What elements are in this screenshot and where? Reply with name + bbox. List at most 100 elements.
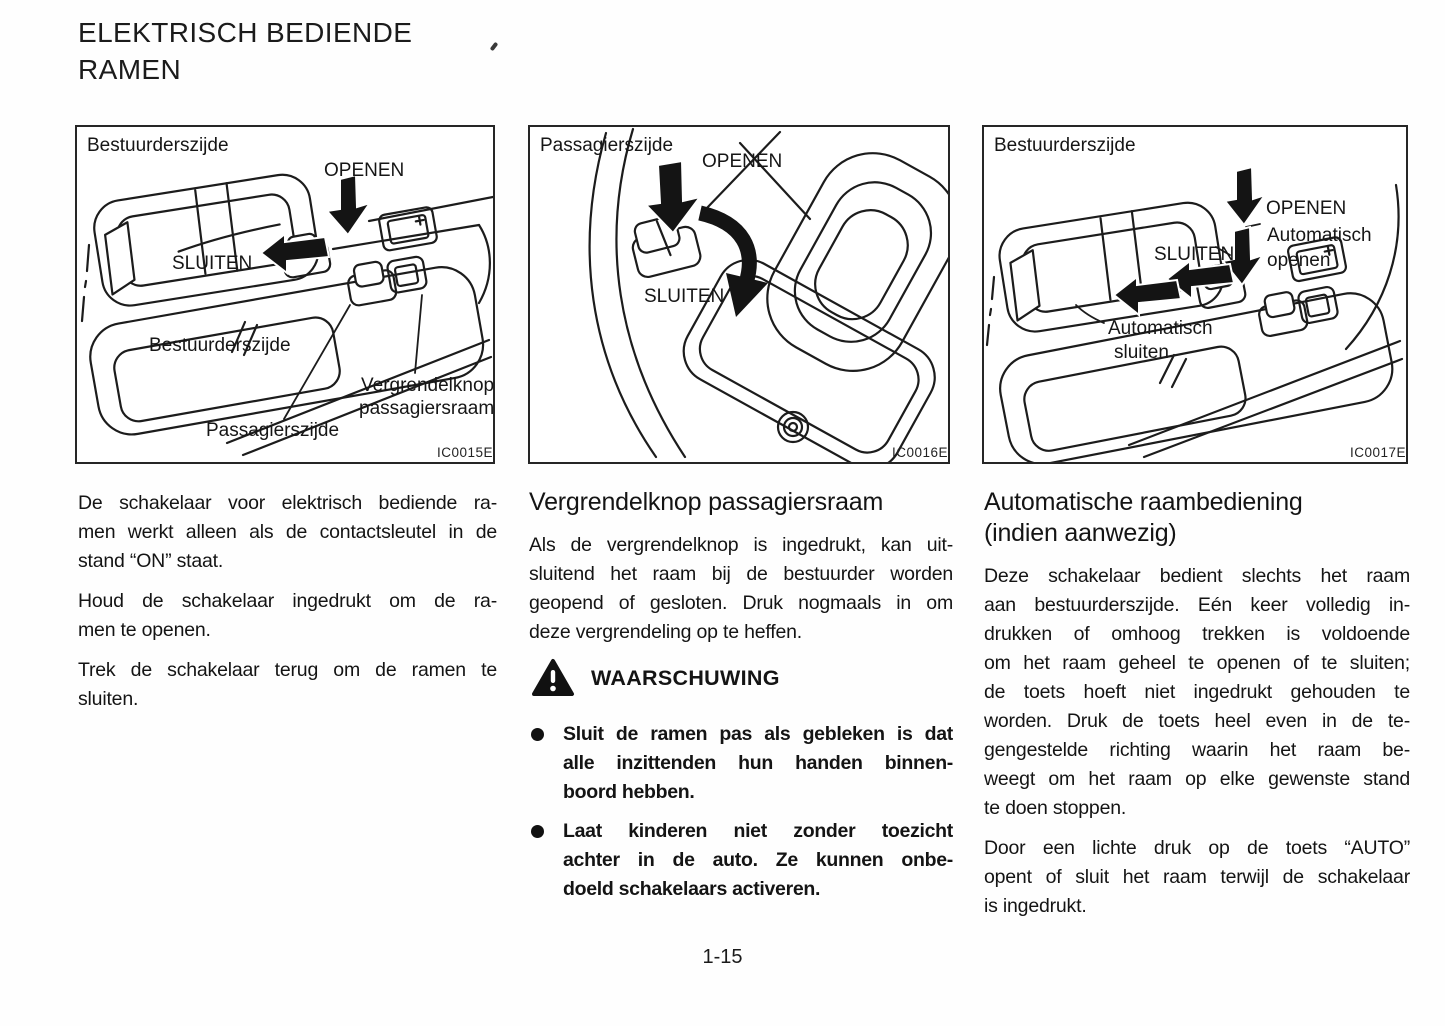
window-lock-button	[386, 255, 428, 294]
close-arrow-icon	[259, 231, 331, 276]
figure-driver-side-switch: Bestuurderszijde OPENEN SLUITEN Bestuurd…	[75, 125, 495, 464]
warning-bullet: Laat kinderen niet zonder toezicht achte…	[529, 817, 953, 904]
door-dash-line	[985, 275, 996, 347]
window-auto-switch-icon	[378, 206, 438, 252]
window-auto-switch-icon	[1287, 236, 1348, 283]
passenger-window-switch	[1258, 291, 1309, 338]
leader-line-passenger	[283, 304, 351, 420]
storage-bin	[1023, 345, 1247, 452]
text-line: men te openen.	[78, 619, 211, 641]
passenger-window-switch	[347, 260, 398, 307]
text-line: gengestelde richting waarin het raam be-	[984, 739, 1410, 761]
bullet-text: Sluit de ramen pas als gebleken is dat a…	[563, 720, 953, 807]
leader-dash-sluiten	[1215, 246, 1231, 256]
column-power-windows: De schakelaar voor elektrisch bediende r…	[78, 489, 497, 725]
figure3-code: IC0017E	[1350, 445, 1407, 460]
text-line: stand “ON” staat.	[78, 550, 224, 572]
figure1-lock-label-line2: passagiersraam	[359, 398, 495, 419]
text-line: alle inzittenden hun handen binnen-	[563, 752, 953, 774]
text-line: drukken of omhoog trekken is voldoende	[984, 623, 1410, 645]
figure2-open-label: OPENEN	[702, 151, 783, 172]
page-title-line1: ELEKTRISCH BEDIENDE	[78, 17, 413, 48]
text-line: Trek de schakelaar terug om de ramen te	[78, 659, 497, 681]
leader-line-lock	[414, 294, 423, 374]
door-pull-handle	[998, 201, 1225, 333]
rotate-arrow-head-icon	[726, 273, 768, 317]
figure1-open-label: OPENEN	[324, 160, 405, 181]
text-line: om het raam geheel te openen of te sluit…	[984, 652, 1410, 674]
text-line: Als de vergrendelknop is ingedrukt, kan …	[529, 534, 953, 556]
open-arrow-icon	[1223, 165, 1268, 227]
door-trim-line	[703, 130, 812, 221]
section-heading: Automatische raambediening (indien aanwe…	[984, 487, 1410, 549]
open-arrow-icon	[643, 159, 703, 235]
storage-bin	[113, 316, 341, 423]
figure3-auto-open-line2: openen	[1267, 250, 1331, 271]
text-line: Sluit de ramen pas als gebleken is dat	[563, 723, 953, 745]
column-auto-operation: Automatische raambediening (indien aanwe…	[984, 487, 1410, 932]
bullet-icon	[531, 825, 544, 838]
heading-line: (indien aanwezig)	[984, 519, 1177, 547]
text-line: sluitend het raam bij de bestuurder word…	[529, 563, 953, 585]
text-line: De schakelaar voor elektrisch bediende r…	[78, 492, 497, 514]
bottom-diagonals	[1127, 339, 1404, 459]
page-title: ELEKTRISCH BEDIENDE RAMEN	[78, 14, 412, 88]
hatch-marks	[1158, 353, 1188, 389]
text-line: is ingedrukt.	[984, 895, 1087, 917]
door-edge-lines	[588, 127, 687, 459]
armrest-bin	[682, 258, 936, 462]
auto-open-arrow-icon	[1221, 225, 1266, 287]
text-line: de toets hoeft niet ingedrukt gehouden t…	[984, 681, 1410, 703]
figure1-illustration	[80, 173, 493, 457]
bottom-diagonals	[225, 338, 493, 457]
figure2-illustration	[588, 127, 948, 462]
paragraph: Als de vergrendelknop is ingedrukt, kan …	[529, 531, 953, 647]
figure-passenger-side-switch: Passagierszijde OPENEN SLUITEN IC0016E	[528, 125, 950, 464]
text-line: Houd de schakelaar ingedrukt om de ra-	[78, 590, 497, 612]
text-line: sluiten.	[78, 688, 139, 710]
figure2-code: IC0016E	[892, 445, 949, 460]
hatch-marks	[230, 320, 259, 357]
warning-header: WAARSCHUWING	[531, 658, 953, 698]
door-edge-curve	[1344, 183, 1400, 351]
text-line: te doen stoppen.	[984, 797, 1127, 819]
text-line: doeld schakelaars activeren.	[563, 878, 821, 900]
paragraph: Deze schakelaar bedient slechts het raam…	[984, 562, 1410, 823]
figure3-illustration	[985, 165, 1404, 462]
paragraph: De schakelaar voor elektrisch bediende r…	[78, 489, 497, 576]
window-lock-button	[1297, 285, 1339, 325]
warning-icon	[532, 659, 574, 696]
text-line: opent of sluit het raam terwijl de schak…	[984, 866, 1410, 888]
column-lock-button: Vergrendelknop passagiersraam Als de ver…	[529, 487, 953, 914]
text-line: worden. Druk de toets heel even in de te…	[984, 710, 1410, 732]
figure3-auto-close-line2: sluiten	[1114, 342, 1169, 363]
text-line: Deze schakelaar bedient slechts het raam	[984, 565, 1410, 587]
text-line: Door een lichte druk op de toets “AUTO”	[984, 837, 1410, 859]
door-edge-curve	[477, 223, 491, 305]
figure-auto-window-switch: Bestuurderszijde OPENEN Automatisch open…	[982, 125, 1408, 464]
text-line: geopend of gesloten. Druk nogmaals in om	[529, 592, 953, 614]
text-line: boord hebben.	[563, 781, 695, 803]
paragraph: Trek de schakelaar terug om de ramen te …	[78, 656, 497, 714]
page-number: 1-15	[702, 946, 743, 968]
bullet-icon	[531, 728, 544, 741]
figure2-side-label: Passagierszijde	[540, 135, 674, 156]
figure1-driver-label: Bestuurderszijde	[149, 335, 291, 356]
heading-line: Automatische raambediening	[984, 488, 1303, 516]
figure3-auto-open-line1: Automatisch	[1267, 225, 1372, 246]
door-pull-handle	[93, 173, 320, 307]
text-line: aan bestuurderszijde. Eén keer volledig …	[984, 594, 1410, 616]
figure1-close-label: SLUITEN	[172, 253, 253, 274]
figure3-close-label: SLUITEN	[1154, 244, 1235, 265]
figure3-side-label: Bestuurderszijde	[994, 135, 1136, 156]
text-line: Laat kinderen niet zonder toezicht	[563, 820, 953, 842]
door-pull-cup	[766, 152, 948, 372]
figure3-open-label: OPENEN	[1266, 198, 1347, 219]
paragraph: Door een lichte druk op de toets “AUTO” …	[984, 834, 1410, 921]
section-heading: Vergrendelknop passagiersraam	[529, 488, 884, 516]
figure1-lock-label-line1: Vergrendelknop	[361, 375, 495, 396]
text-line: achter in de auto. Ze kunnen onbe-	[563, 849, 953, 871]
figure1-passenger-label: Passagierszijde	[206, 420, 340, 441]
warning-bullet: Sluit de ramen pas als gebleken is dat a…	[529, 720, 953, 807]
